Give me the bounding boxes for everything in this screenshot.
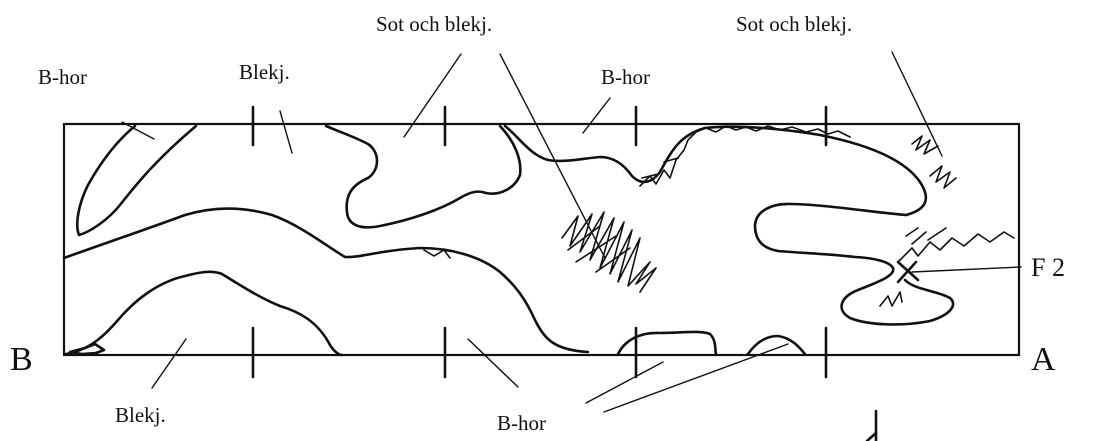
label-sot-och-blekj-right: Sot och blekj. — [736, 12, 853, 36]
leader-sot-right — [891, 51, 943, 157]
boundary-lower-left — [64, 270, 344, 357]
leader-lines — [121, 51, 1022, 413]
soot-hatching — [423, 125, 1015, 307]
leader-blekj-top — [279, 110, 293, 154]
f2-cross-b — [896, 260, 918, 284]
boundary-b-hor-center-right — [503, 124, 928, 217]
leader-b-hor-bottom-b — [585, 361, 664, 404]
leader-b-hor-top-center — [582, 97, 611, 134]
stray-mark-foot — [865, 431, 878, 441]
boundary-b-hor-bottom-small — [746, 334, 807, 356]
boundary-b-hor-bottom-mound — [616, 330, 718, 357]
bottom-left-blot — [68, 342, 106, 356]
soot-hatch-right-middle — [897, 227, 1015, 263]
leader-sot-center-b — [499, 53, 606, 259]
label-b-hor-bottom: B-hor — [497, 411, 546, 435]
label-f2: F 2 — [1031, 253, 1065, 282]
label-blekj-bottom: Blekj. — [115, 403, 166, 427]
label-b-hor-top-center: B-hor — [601, 65, 650, 89]
leader-b-hor-top-left — [121, 121, 155, 140]
boundary-upper-long — [62, 207, 590, 354]
leader-blekj-bottom — [151, 338, 187, 389]
boundary-b-hor-top-left — [76, 124, 198, 237]
label-blekj-top: Blekj. — [239, 60, 290, 84]
end-label-a: A — [1031, 341, 1056, 378]
f2-marker — [896, 260, 920, 284]
boundary-sot-blekj-center — [324, 124, 522, 229]
bar-mark-center — [423, 249, 451, 259]
soot-hatch-right-upper — [911, 135, 957, 189]
end-label-b: B — [10, 341, 33, 378]
soot-hatch-center — [561, 211, 657, 293]
label-b-hor-top-left: B-hor — [38, 65, 87, 89]
division-ticks — [251, 105, 878, 441]
trench-outline — [62, 122, 1021, 357]
leader-f2 — [911, 266, 1022, 273]
soot-hatch-top-ridge — [639, 125, 851, 187]
leader-sot-center-a — [403, 53, 462, 138]
label-sot-och-blekj-center: Sot och blekj. — [376, 12, 493, 36]
layer-boundaries — [62, 124, 955, 357]
boundary-inner-pocket — [753, 202, 955, 326]
leader-b-hor-bottom-a — [467, 338, 519, 388]
soot-hatch-right-lower — [879, 291, 903, 307]
leader-b-hor-bottom-c — [603, 343, 789, 413]
